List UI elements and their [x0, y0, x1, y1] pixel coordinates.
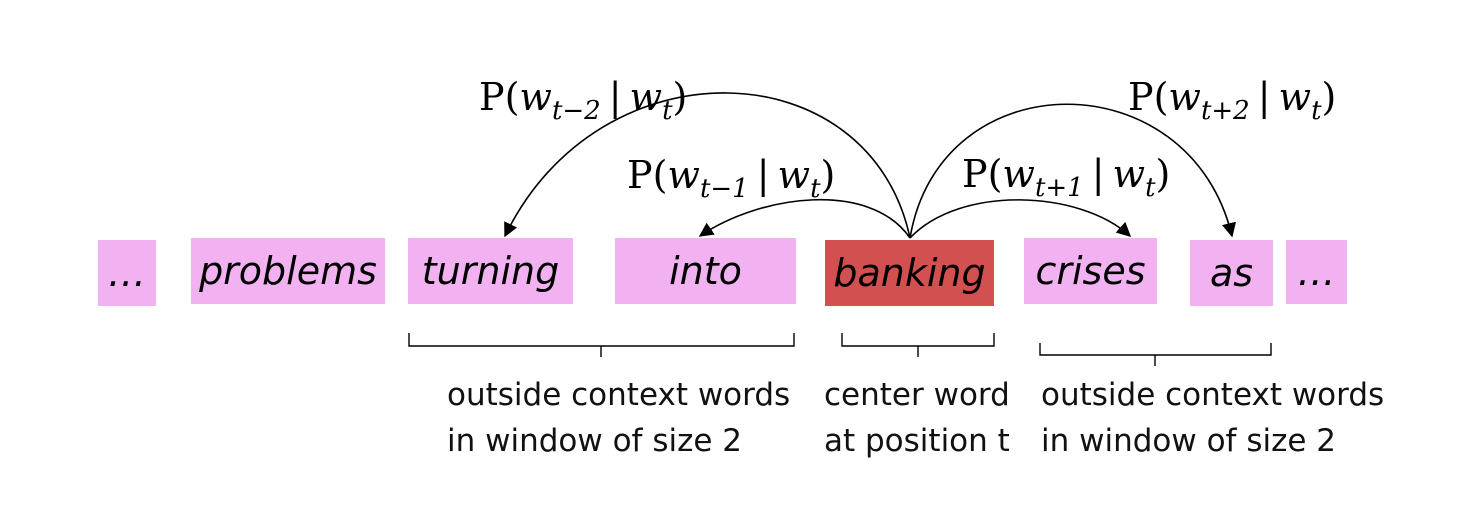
caption-left-context: outside context words in window of size …	[447, 372, 790, 464]
brace-center-word	[841, 333, 995, 357]
caption-left-line1: outside context words	[447, 377, 791, 413]
word-turning: turning	[408, 238, 573, 304]
ellipsis-right-box: …	[1286, 240, 1347, 304]
word-banking-center: banking	[825, 240, 994, 306]
word-as: as	[1190, 240, 1273, 306]
arrow-to-t-minus-1	[698, 199, 911, 239]
prob-t-minus-2: P(wt−2|wt)	[479, 75, 688, 126]
arrow-to-t-plus-2	[909, 103, 1236, 239]
prob-t-minus-1: P(wt−1|wt)	[627, 153, 836, 204]
caption-right-line1: outside context words	[1041, 377, 1385, 413]
brace-left-context	[408, 333, 795, 357]
ellipsis-left-box: …	[98, 240, 156, 306]
prob-t-plus-1: P(wt+1|wt)	[962, 152, 1171, 203]
caption-right-context: outside context words in window of size …	[1041, 372, 1384, 464]
brace-right-context	[1039, 343, 1272, 366]
caption-right-line2: in window of size 2	[1041, 423, 1336, 459]
arrow-to-t-plus-1	[909, 199, 1132, 239]
arrow-to-t-minus-2	[504, 92, 911, 239]
word-problems: problems	[191, 238, 385, 304]
word-crises: crises	[1024, 238, 1157, 304]
caption-left-line2: in window of size 2	[447, 423, 742, 459]
caption-center-line2: at position t	[824, 423, 1010, 459]
word-into: into	[615, 238, 796, 304]
caption-center-line1: center word	[824, 377, 1010, 413]
prob-t-plus-2: P(wt+2|wt)	[1128, 75, 1337, 126]
caption-center-word: center word at position t	[824, 372, 1010, 464]
